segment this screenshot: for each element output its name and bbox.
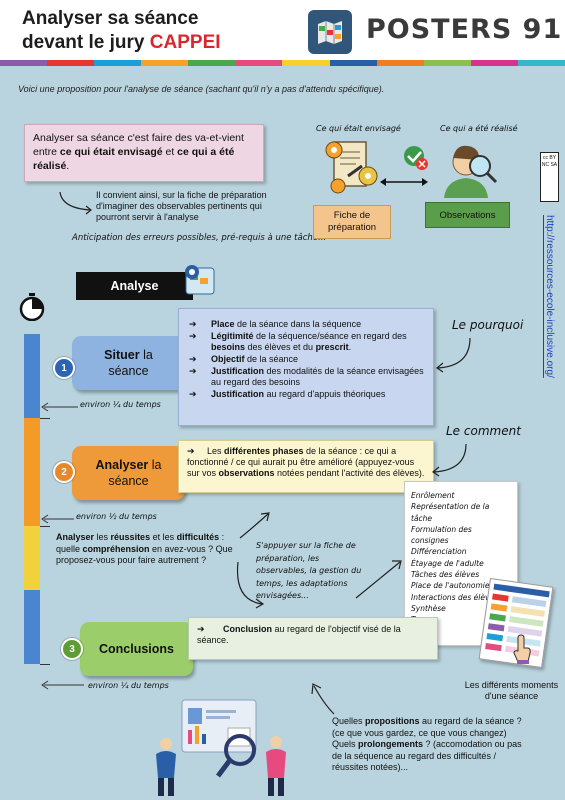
time-label-analyser: environ ½ du temps	[76, 512, 157, 521]
bar-segment-transition	[24, 526, 40, 590]
list-item: Place de l'autonomie	[411, 581, 490, 591]
arrow-up-left-icon	[311, 683, 335, 715]
curved-arrow-icon	[431, 443, 467, 477]
fiche-preparation-box: Fiche de préparation	[313, 205, 391, 239]
list-item: Interactions des élèves	[411, 592, 498, 602]
divider	[40, 664, 50, 665]
check-cross-badge-icon	[404, 146, 428, 170]
observables-note: Il convient ainsi, sur la fiche de prépa…	[96, 190, 267, 222]
anticipation-note: Anticipation des erreurs possibles, pré-…	[72, 233, 327, 243]
arrow-left-icon	[41, 680, 84, 690]
label-envisage: Ce qui était envisagé	[316, 124, 401, 133]
time-label-situer: environ ¼ du temps	[80, 400, 161, 409]
analysis-map-icon	[185, 265, 215, 295]
bar-segment-conclusions	[24, 590, 40, 664]
stripe-segment	[470, 60, 518, 66]
label-pourquoi: Le pourquoi	[452, 318, 524, 332]
arrow-left-icon	[41, 514, 74, 524]
moments-caption: Les différents moments d'une séance	[464, 680, 559, 701]
list-item: Étayage de l'adulte	[411, 558, 484, 568]
stripe-segment	[329, 60, 377, 66]
stripe-segment	[47, 60, 95, 66]
page-title-line1: Analyser sa séance	[22, 8, 199, 29]
curved-arrow-icon	[59, 191, 92, 215]
step-number-1: 1	[53, 357, 75, 379]
list-item: ➔Légitimité de la séquence/séance en reg…	[189, 331, 407, 352]
curved-arrow-icon	[435, 337, 471, 373]
list-item: ➔Place de la séance dans la séquence	[189, 319, 362, 329]
pointer-hand-icon	[513, 634, 531, 664]
observations-box: Observations	[425, 202, 510, 228]
creative-commons-badge: cc BY NC SA	[540, 152, 559, 202]
time-label-conclusions: environ ¼ du temps	[88, 681, 169, 690]
stripe-segment	[94, 60, 142, 66]
list-item: ➔Objectif de la séance	[189, 354, 299, 364]
page-title-line2: devant le jury CAPPEI	[22, 32, 221, 53]
resource-link[interactable]: http://ressources-ecole-inclusive.org/	[544, 215, 555, 378]
stripe-segment	[376, 60, 424, 66]
label-realise: Ce qui a été réalisé	[440, 124, 518, 133]
propositions-text: Quelles propositions au regard de la séa…	[332, 716, 522, 772]
divider	[40, 526, 50, 527]
mini-poster-thumbnail	[478, 577, 554, 669]
list-item: ➔Justification au regard d'appuis théori…	[189, 389, 386, 399]
intro-text: Voici une proposition pour l'analyse de …	[18, 84, 385, 94]
stopwatch-icon	[19, 293, 45, 321]
people-analysis-illustration	[156, 699, 286, 796]
header	[0, 0, 565, 60]
arrow-up-right-icon	[239, 512, 270, 539]
color-stripe	[0, 60, 565, 66]
stripe-segment	[235, 60, 283, 66]
map-logo-icon	[308, 10, 352, 54]
observer-magnifier-icon	[444, 145, 498, 198]
document-gears-icon	[325, 141, 378, 194]
list-item: Représentation de la tâche	[411, 502, 490, 523]
list-item: Synthèse	[411, 603, 446, 613]
definition-box: Analyser sa séance c'est faire des va-et…	[24, 124, 264, 182]
arrow-left-icon	[41, 402, 78, 412]
curved-arrow-icon	[236, 561, 265, 609]
analyse-tag: Analyse	[76, 272, 193, 300]
step-number-3: 3	[61, 638, 83, 660]
list-item: Tâches des élèves	[411, 570, 480, 580]
step-number-2: 2	[53, 461, 75, 483]
list-item: Formulation des consignes	[411, 524, 472, 546]
situer-details-panel: ➔Place de la séance dans la séquence ➔Lé…	[178, 308, 434, 426]
arrow-up-right-icon	[355, 560, 402, 599]
list-item: ➔Justification des modalités de la séanc…	[189, 366, 424, 387]
divider	[40, 418, 50, 419]
conclusions-details-panel: ➔Conclusion au regard de l'objectif visé…	[188, 617, 438, 660]
label-comment: Le comment	[446, 424, 521, 438]
step-conclusions: Conclusions	[80, 622, 193, 676]
time-bar	[24, 334, 40, 664]
list-item: Différenciation	[411, 547, 467, 557]
stripe-segment	[517, 60, 565, 66]
stripe-segment	[188, 60, 236, 66]
analyser-details-panel: ➔Les différentes phases de la séance : c…	[178, 440, 434, 493]
analyser-question: Analyser les réussites et les difficulté…	[56, 532, 233, 565]
sappuyer-note: S'appuyer sur la fiche de préparation, l…	[256, 541, 362, 600]
bar-segment-situer	[24, 334, 40, 418]
stripe-segment	[423, 60, 471, 66]
cappei-highlight: CAPPEI	[149, 32, 221, 53]
list-item: Enrôlement	[411, 491, 455, 500]
bar-segment-analyser	[24, 418, 40, 526]
stripe-segment	[141, 60, 189, 66]
stripe-segment	[0, 60, 48, 66]
brand-name: POSTERS 91	[366, 14, 563, 45]
stripe-segment	[282, 60, 330, 66]
double-arrow-icon	[380, 178, 428, 186]
